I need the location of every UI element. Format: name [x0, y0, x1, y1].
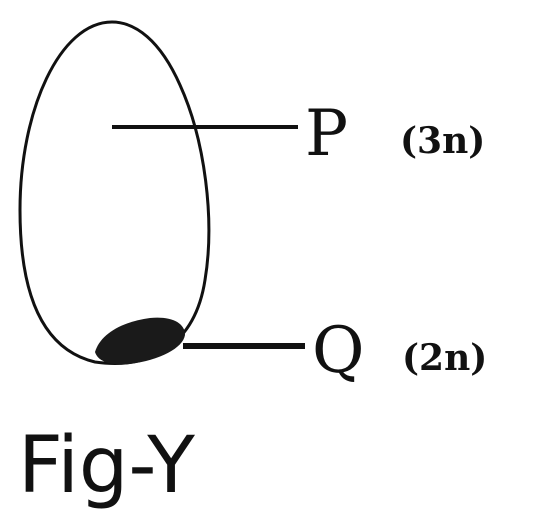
label-q: Q	[312, 314, 364, 388]
embryo-region	[95, 317, 185, 365]
label-q-ploidy: (2n)	[402, 337, 487, 379]
seed-outline	[18, 20, 211, 365]
label-p: P	[305, 97, 348, 171]
label-p-ploidy: (3n)	[400, 120, 485, 162]
figure-caption: Fig-Y	[18, 421, 195, 511]
